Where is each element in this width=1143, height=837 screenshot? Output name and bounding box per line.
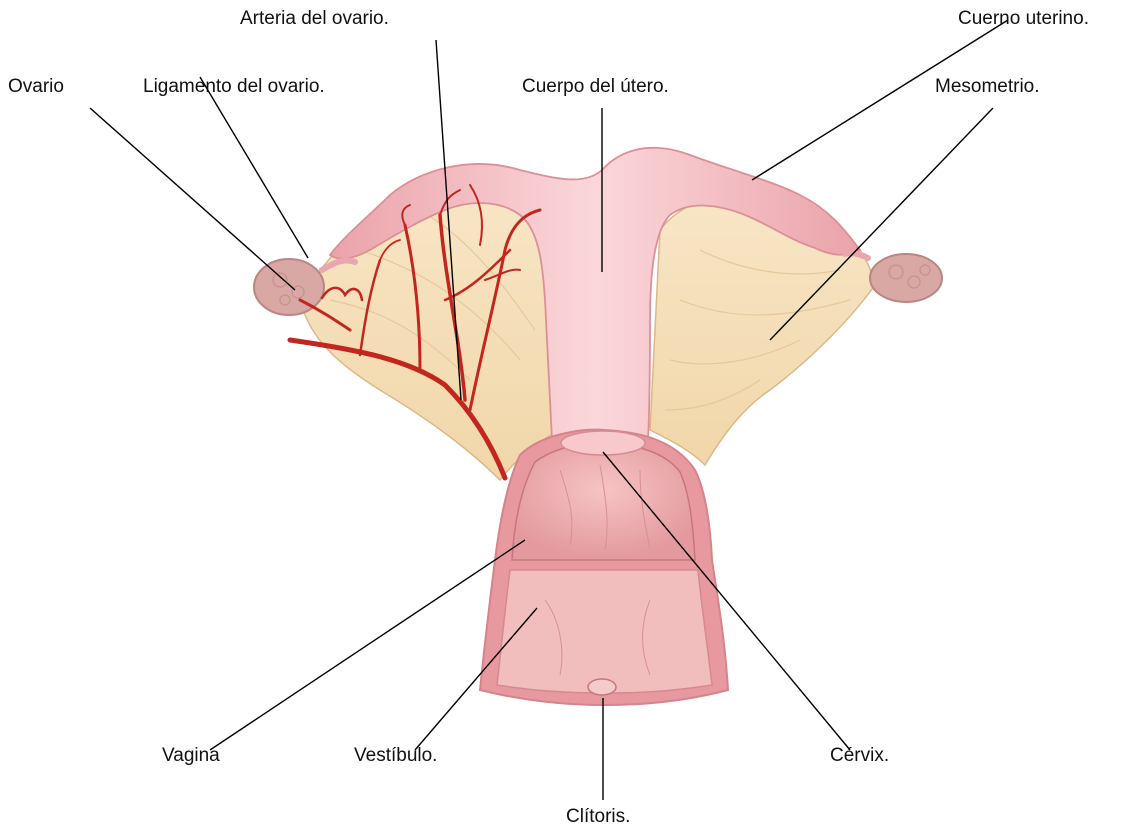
label-cervix: Cérvix. [830, 745, 889, 767]
label-mesometrio: Mesometrio. [935, 76, 1040, 98]
leader-ovario [90, 108, 295, 290]
clitoris-shape [588, 679, 616, 695]
vagina-lumen [512, 443, 695, 560]
label-cuerno-uterino: Cuerno uterino. [958, 8, 1089, 30]
label-cuerpo-utero: Cuerpo del útero. [522, 76, 669, 98]
leader-ligamento [200, 77, 308, 258]
vestibule-surface [497, 570, 712, 693]
label-ovario: Ovario [8, 76, 64, 98]
label-arteria-ovario: Arteria del ovario. [240, 8, 389, 30]
label-vagina: Vagina [162, 745, 220, 767]
label-clitoris: Clítoris. [566, 806, 630, 828]
left-mesometrium [300, 182, 560, 480]
cervix-os [561, 431, 645, 455]
right-ovary [870, 254, 942, 302]
label-ligamento-ovario: Ligamento del ovario. [143, 76, 325, 98]
leader-cuerno [752, 20, 1008, 180]
leader-vagina [210, 540, 525, 750]
label-vestibulo: Vestíbulo. [354, 745, 437, 767]
